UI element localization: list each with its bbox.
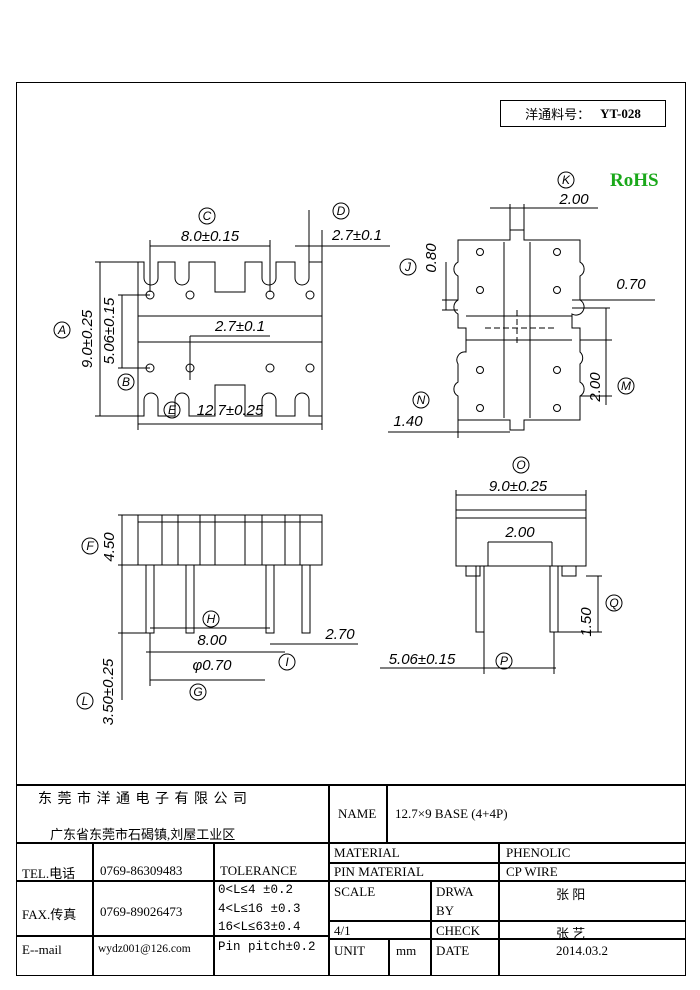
- dim-c-top: 8.0±0.15: [181, 228, 240, 245]
- tel-label: TEL.电话: [22, 866, 76, 881]
- date-label: DATE: [436, 943, 470, 958]
- letter-i: I: [285, 655, 289, 669]
- dim-side-200: 2.00: [504, 524, 535, 541]
- dim-070: 0.70: [616, 276, 646, 293]
- dim-j: 0.80: [423, 243, 440, 273]
- tolerance-2: 4<L≤16 ±0.3: [218, 902, 301, 916]
- drawing-frame: [16, 82, 686, 976]
- material-label: MATERIAL: [334, 845, 400, 860]
- part-number-box: 洋通料号： YT-028: [500, 100, 666, 127]
- drwa-label: DRWA: [436, 884, 474, 899]
- tolerance-label: TOLERANCE: [220, 863, 298, 878]
- unit-label: UNIT: [334, 943, 366, 958]
- dim-b: 5.06±0.15: [101, 297, 118, 364]
- dim-f: 4.50: [101, 532, 118, 562]
- dim-o: 9.0±0.25: [489, 478, 548, 495]
- letter-h: H: [207, 612, 216, 626]
- letter-d: D: [337, 204, 346, 218]
- company-name: 东 莞 市 洋 通 电 子 有 限 公 司: [38, 792, 248, 807]
- dim-d: 2.7±0.1: [331, 227, 382, 244]
- letter-g: G: [193, 685, 202, 699]
- scale-label: SCALE: [334, 884, 376, 899]
- by-label: BY: [436, 903, 455, 918]
- tel-value: 0769-86309483: [100, 863, 183, 878]
- unit-value: mm: [396, 943, 417, 958]
- checked-by: 张 艺: [556, 926, 586, 941]
- dim-270: 2.70: [324, 626, 355, 643]
- letter-l: L: [82, 694, 89, 708]
- fax-value: 0769-89026473: [100, 904, 183, 919]
- fax-label: FAX.传真: [22, 907, 77, 922]
- part-number: YT-028: [600, 105, 641, 121]
- tolerance-3: 16<L≤63±0.4: [218, 920, 301, 934]
- rohs-mark: RoHS: [610, 170, 659, 191]
- date-value: 2014.03.2: [556, 943, 608, 958]
- front-view: [118, 514, 358, 700]
- email-label: E--mail: [22, 942, 62, 957]
- letter-j: J: [404, 260, 412, 274]
- dimension-labels: 8.0±0.15 2.7±0.1 9.0±0.25 5.06±0.15 2.7±…: [79, 191, 646, 725]
- email-value: wydz001@126.com: [98, 943, 191, 955]
- company-address: 广东省东莞市石碣镇,刘屋工业区: [50, 827, 236, 842]
- letter-e: E: [168, 403, 177, 417]
- letter-p: P: [500, 654, 508, 668]
- tolerance-4: Pin pitch±0.2: [218, 940, 316, 954]
- pin-material-value: CP WIRE: [506, 864, 558, 879]
- side-view: [380, 490, 602, 674]
- name-value: 12.7×9 BASE (4+4P): [395, 806, 508, 821]
- part-number-label: 洋通料号：: [525, 107, 591, 122]
- drawn-by: 张 阳: [556, 887, 586, 902]
- letter-n: N: [417, 393, 426, 407]
- dim-n: 1.40: [393, 413, 423, 430]
- letter-o: O: [516, 458, 525, 472]
- letter-k: K: [562, 173, 571, 187]
- check-label: CHECK: [436, 923, 481, 938]
- bottom-view: [388, 204, 655, 438]
- dim-a: 9.0±0.25: [79, 309, 96, 368]
- dim-q: 1.50: [578, 607, 595, 637]
- pin-material-label: PIN MATERIAL: [334, 864, 424, 879]
- dim-center: 2.7±0.1: [214, 318, 265, 335]
- material-value: PHENOLIC: [506, 845, 571, 860]
- dim-k: 2.00: [558, 191, 589, 208]
- reference-letters: C D A B E K J M N F H I L G O Q P: [53, 171, 635, 710]
- name-label: NAME: [338, 806, 377, 821]
- letter-f: F: [86, 539, 94, 553]
- letter-a: A: [57, 323, 66, 337]
- title-block: 东 莞 市 洋 通 电 子 有 限 公 司 广东省东莞市石碣镇,刘屋工业区 NA…: [16, 784, 686, 976]
- dim-m: 2.00: [587, 372, 604, 403]
- letter-q: Q: [609, 596, 618, 610]
- dim-h: 8.00: [197, 632, 227, 649]
- dim-p: 5.06±0.15: [389, 651, 456, 668]
- top-view: [95, 210, 390, 430]
- dim-e: 12.7±0.25: [197, 402, 264, 419]
- dim-l: 3.50±0.25: [100, 658, 117, 725]
- letter-c-top: C: [203, 209, 212, 223]
- letter-m: M: [621, 379, 631, 393]
- letter-b: B: [122, 375, 130, 389]
- scale-value: 4/1: [334, 923, 351, 938]
- tolerance-1: 0<L≤4 ±0.2: [218, 883, 294, 897]
- dim-phi: φ0.70: [193, 657, 233, 674]
